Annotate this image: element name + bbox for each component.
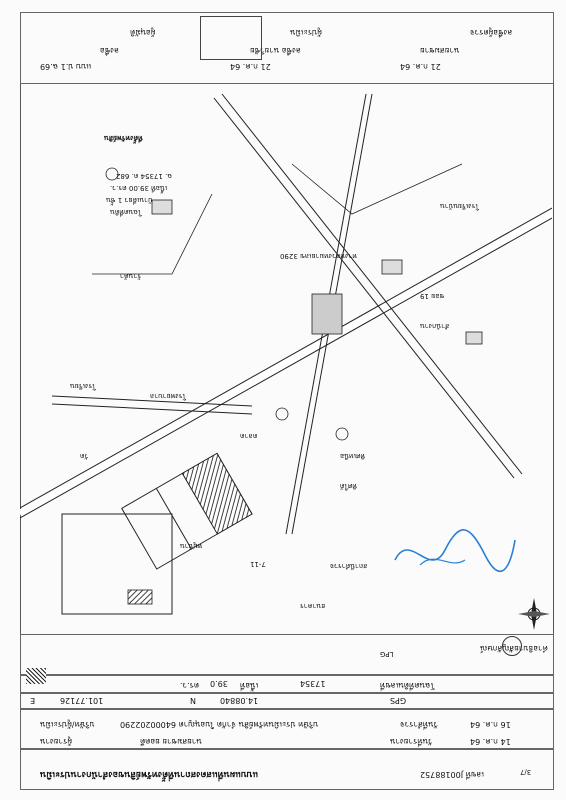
area-value: 39.0: [210, 679, 228, 688]
page-number: 3/7: [520, 768, 532, 776]
legend-circle-icon: [502, 636, 522, 656]
map-label-area: เนื้อที่ 39.00 ตร.ว.: [110, 184, 168, 192]
legend-hatch-swatch: [26, 668, 46, 684]
map-label-plot-south: ทิศใต้: [340, 482, 358, 490]
map-label-seven: 7-11: [250, 560, 266, 568]
footer-mid-date: 21 ก.ค. 64: [230, 62, 271, 71]
map-label-gas: LPG: [380, 650, 394, 658]
footer-right-name: ลงชื่อ: [100, 46, 120, 55]
map-label-shop: ร้านค้า: [120, 272, 142, 280]
map-label-police: สถานีตำรวจ: [330, 562, 368, 570]
gps-label: GPS: [390, 696, 407, 705]
area-unit: ตร.ว.: [180, 681, 200, 690]
map-label-hospital: โรงพยาบาล: [150, 392, 187, 400]
signature-table: [20, 12, 554, 84]
info-row-2-date-label: วันที่สำรวจ: [400, 720, 439, 729]
map-label-school-left: โรงเรียน: [70, 382, 96, 390]
info-row-1-date: 14 ก.ค. 64: [470, 737, 511, 746]
legend-row: [20, 634, 554, 676]
compass-icon: [518, 598, 550, 630]
map-label-title: ที่ตั้งทรัพย์สิน: [104, 134, 143, 142]
map-label-bank: ธนาคาร: [300, 602, 326, 610]
map-label-owner: โฉนดที่ดิน: [110, 208, 142, 216]
footer-mid-label: ผู้ประเมิน: [290, 28, 322, 37]
footer-left-label: ลงชื่อผู้ตรวจ: [470, 28, 513, 37]
map-label-type: บ้านเดี่ยว 1 ชั้น: [106, 196, 153, 204]
header-band: [20, 748, 554, 790]
gps-lat: 14.08840: [220, 696, 259, 705]
info-row-2-value: บริษัท ประเมินทรัพย์สิน จำกัด ใบอนุญาต 6…: [120, 720, 319, 729]
footer-right-label: ผู้อนุมัติ: [130, 28, 156, 37]
footer-left-sig: นายสมชาย: [420, 46, 460, 55]
stamp-box: [200, 16, 262, 60]
area-row: [20, 674, 554, 694]
location-map: [20, 93, 552, 615]
map-label-soi: ซอย 19: [420, 292, 445, 300]
gps-lon-label: E: [30, 696, 36, 705]
map-label-plot-north: ทิศเหนือ: [340, 452, 366, 460]
doc-title: แบบแผนที่แสดงสถานที่ตั้งทรัพย์สินของสำนั…: [40, 769, 259, 779]
gps-lon: 101.77126: [60, 696, 104, 705]
gps-lat-label: N: [190, 696, 196, 705]
map-label-market: ตลาด: [240, 432, 258, 440]
map-label-deed: ฉ. 17354 ด. 682: [116, 172, 173, 180]
map-label-road-no: ทางหลวงหมายเลข 3290: [280, 252, 357, 260]
map-label-village: หมู่บ้าน: [180, 542, 203, 550]
footer-right-ref: แบบ ป.1 ฉ.69: [40, 62, 92, 71]
info-row-1-label: ผู้รายงาน: [40, 737, 73, 746]
info-row-2-label: บริษัท/ผู้ประเมิน: [40, 720, 95, 729]
footer-left-date: 21 ก.ค. 64: [400, 62, 441, 71]
info-table: [20, 708, 554, 750]
info-row-1-date-label: วันที่รายงาน: [390, 737, 433, 746]
info-row-1-value: นายสมชาย ยอดดี: [140, 737, 202, 746]
ref-number: เลขที่ J00188752: [420, 770, 484, 779]
area-label: เนื้อที่: [240, 681, 259, 690]
deed-number: 17354: [300, 679, 326, 688]
map-label-temple: วัด: [80, 452, 89, 460]
map-label-school-right: โรงเรียนบ้าน: [440, 202, 480, 210]
info-row-2-date: 16 ก.ค. 64: [470, 720, 511, 729]
map-label-office: สำนักงาน: [420, 322, 450, 330]
gps-row: [20, 692, 554, 710]
signature-mark: [394, 529, 516, 573]
deed-label: โฉนดที่ดินเลขที่: [380, 681, 435, 690]
